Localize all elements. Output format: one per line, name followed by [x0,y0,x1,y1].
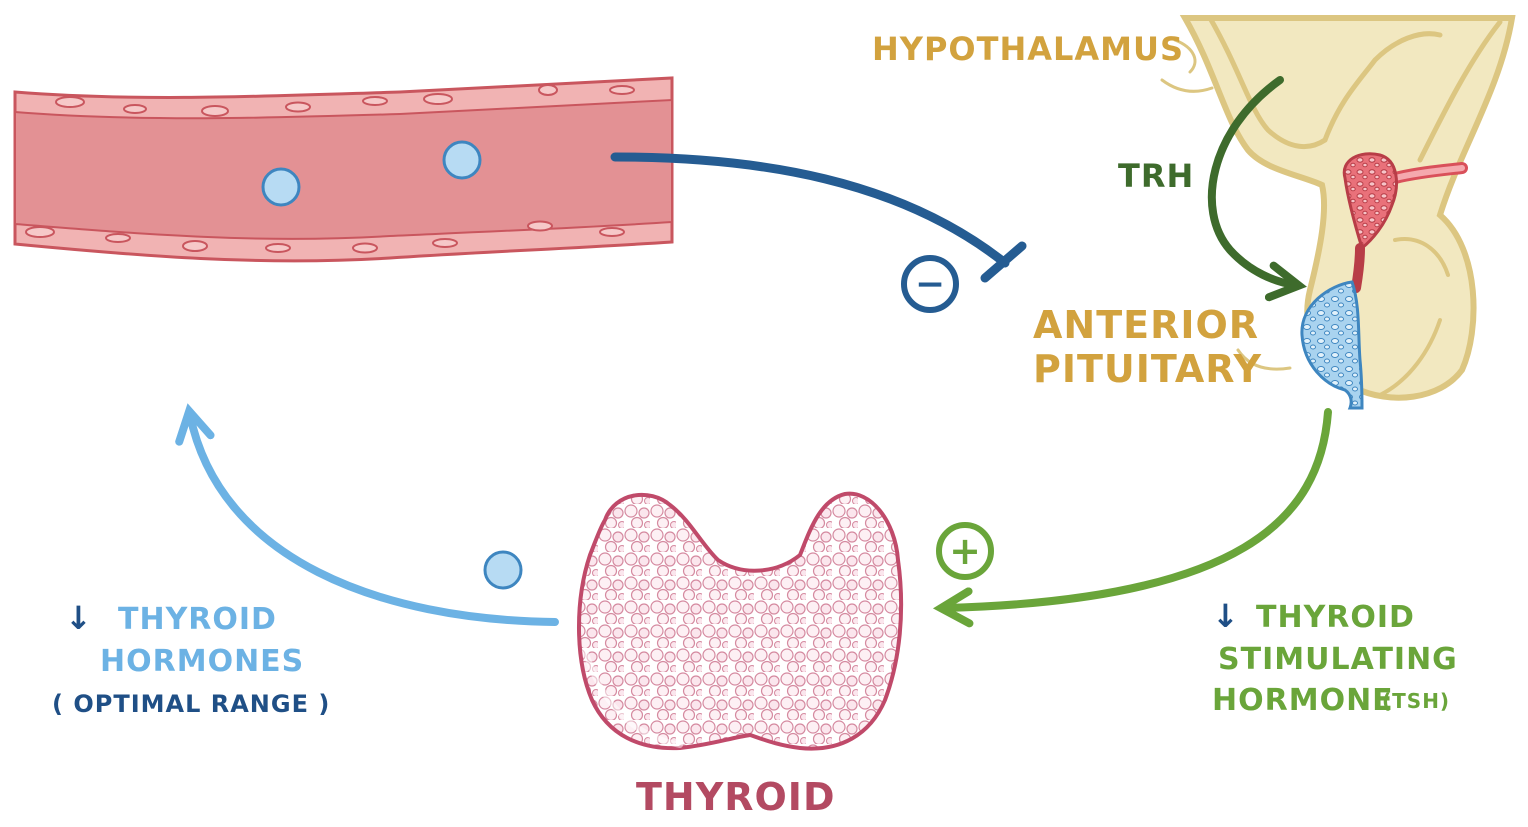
vessel-lumen [14,98,673,240]
portal-vessels [1300,152,1468,410]
tsh-label-line2: STIMULATING [1218,642,1458,677]
tsh-abbreviation: (TSH) [1382,689,1450,713]
pituitary-label: PITUITARY [1033,347,1262,391]
thyroid-hormones-line1: THYROID [118,602,277,637]
negative-feedback-arrow [610,152,1027,283]
tsh-label-line3: HORMONE [1212,683,1394,718]
secondary-capillary-plexus [1300,280,1364,410]
thyroid-hormones-decrease-arrow: ↓ [65,599,93,637]
trh-arrow [1207,76,1307,302]
hormone-molecule [442,140,482,180]
tsh-decrease-arrow: ↓ [1212,597,1240,635]
thyroid-hormone-molecules-in-blood [261,140,482,207]
minus-symbol: − [915,264,945,305]
hormone-molecule [261,167,301,207]
tsh-label-line1: THYROID [1256,600,1415,635]
thyroid-hormones-range: ( OPTIMAL RANGE ) [52,690,330,718]
thyroid-hormones-line2: HORMONES [100,644,304,679]
endothelial-cells [25,84,635,254]
hormone-molecule [483,550,523,590]
tsh-arrow [932,408,1332,628]
anterior-label: ANTERIOR [1033,303,1259,347]
minus-sign-icon: − [901,255,959,313]
hypothalamus-pituitary [1160,15,1516,410]
plus-sign-icon: + [936,522,994,580]
hypothalamus-label: HYPOTHALAMUS [872,30,1184,68]
trh-label: TRH [1118,157,1194,195]
thyroid-label: THYROID [636,775,836,819]
plus-symbol: + [949,529,981,573]
thyroid-gland [577,491,904,751]
thyroid-hormone-arrow [175,403,559,626]
primary-capillary-plexus [1342,152,1398,251]
blood-vessel [13,76,674,263]
